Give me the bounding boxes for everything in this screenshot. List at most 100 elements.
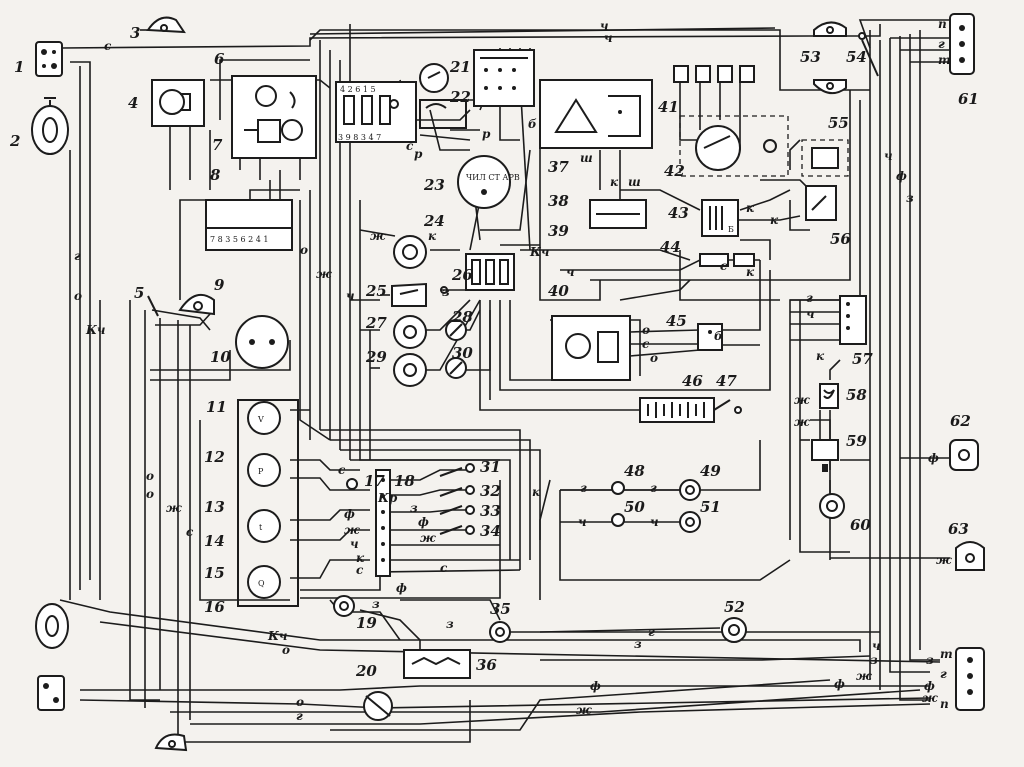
- wire-label-g-5: г: [296, 709, 303, 723]
- wire-label-zh-2: ж: [316, 267, 332, 281]
- wire-label-g-4: г: [648, 625, 655, 639]
- component-50-lamp: [611, 513, 625, 527]
- wire-label-s-7: с: [356, 563, 364, 577]
- wire-label-p-2: п: [938, 17, 947, 31]
- wire-label-s-2: с: [186, 525, 194, 539]
- coil43-label: Б: [728, 225, 734, 234]
- wire-label-kch: Кч: [85, 323, 106, 337]
- component-41-spark-plugs: [673, 65, 755, 83]
- wire-label-o-6: о: [650, 351, 658, 365]
- component-30-sensor: [445, 357, 467, 379]
- wire-label-zh-8: ж: [922, 691, 938, 705]
- component-37-generator: [539, 79, 653, 149]
- component-51-lamp: [679, 511, 701, 533]
- label-62: 62: [950, 412, 971, 430]
- wire-label-k-6: к: [356, 551, 365, 565]
- label-47: 47: [716, 372, 737, 390]
- wire-label-zh-3: ж: [370, 229, 386, 243]
- label-23: 23: [423, 176, 445, 194]
- wire-label-s: с: [104, 39, 112, 53]
- wire-label-r: р: [414, 147, 423, 161]
- label-2: 2: [9, 132, 20, 150]
- component-55-relay: [801, 139, 849, 177]
- component-connector-lower-left: [37, 675, 65, 711]
- component-39-fuse-block: [465, 253, 515, 291]
- label-56: 56: [830, 230, 851, 248]
- wire-label-o-3: о: [146, 487, 154, 501]
- component-9-lamp: [178, 293, 215, 316]
- label-19: 19: [356, 614, 377, 632]
- wire-label-k-8: к: [610, 175, 619, 189]
- component-60-lamp: [819, 493, 845, 519]
- label-40: 40: [548, 282, 569, 300]
- label-45: 45: [666, 312, 687, 330]
- wire-label-f-7: ф: [896, 169, 907, 183]
- label-43: 43: [668, 204, 689, 222]
- label-38: 38: [548, 192, 569, 210]
- label-26: 26: [451, 266, 473, 284]
- gauge-12-label: Р: [258, 467, 264, 476]
- wire-label-z: з: [442, 285, 450, 299]
- label-37: 37: [548, 158, 569, 176]
- label-6: 6: [214, 50, 225, 68]
- label-42: 42: [664, 162, 685, 180]
- wire-label-zh-10: ж: [794, 393, 810, 407]
- component-34-switch: [439, 525, 475, 535]
- component-20-lamp: [363, 691, 393, 721]
- wire-label-k-5: к: [532, 485, 541, 499]
- component-5-lead: [147, 295, 159, 317]
- label-27: 27: [365, 314, 387, 332]
- component-18-connector-strip: [375, 469, 391, 577]
- component-53-lamps: [813, 21, 847, 95]
- component-connector-lower-right: [955, 647, 985, 711]
- label-7: 7: [212, 136, 223, 154]
- component-relay-box-top: [473, 49, 535, 107]
- component-instrument-cluster: V Р t Q: [237, 399, 299, 607]
- label-12: 12: [204, 448, 225, 466]
- label-50: 50: [624, 498, 645, 516]
- block8-pins: 7 8 3 5 6 2 4 1: [210, 235, 269, 244]
- component-labels: 1 2 3 4 5 6 7 8 9 10 11 12 13 14 15 16 1…: [9, 24, 979, 680]
- wire-label-t-2: т: [938, 53, 951, 67]
- label-57: 57: [852, 350, 873, 368]
- component-40-starter: [551, 315, 631, 381]
- label-60: 60: [850, 516, 871, 534]
- wire-label-zh-5: ж: [344, 523, 360, 537]
- component-10-instrument: [235, 315, 289, 369]
- component-19-lamp: [333, 595, 355, 617]
- wire-label-ch: ч: [600, 19, 609, 33]
- wire-label-zh-9: ж: [936, 553, 952, 567]
- component-52-lamp: [721, 617, 747, 643]
- component-56-switch: [805, 185, 837, 221]
- component-32-switch: [439, 485, 475, 497]
- wire-label-z-6: з: [870, 653, 878, 667]
- gauge-16-label: Q: [258, 579, 265, 588]
- label-48: 48: [624, 462, 645, 480]
- component-26-contact: [440, 286, 448, 294]
- label-41: 41: [658, 98, 679, 116]
- label-24: 24: [423, 212, 445, 230]
- component-58-resistor: [819, 383, 839, 409]
- wire-label-z-5: з: [634, 637, 642, 651]
- wire-label-ch-10: ч: [806, 307, 815, 321]
- label-13: 13: [204, 498, 225, 516]
- wire-label-ch-3: ч: [346, 289, 355, 303]
- component-24-device: [393, 235, 427, 269]
- wire-label-b-2: б: [714, 329, 723, 343]
- label-36: 36: [476, 656, 497, 674]
- label-59: 59: [846, 432, 867, 450]
- wire-label-kch-3: Кч: [267, 629, 288, 643]
- label-46: 46: [682, 372, 703, 390]
- label-21: 21: [449, 58, 471, 76]
- wire-label-o-5: о: [642, 323, 650, 337]
- wire-colour-labels: с ч ч г о Кч о о ж с о ж ч ж к з с р р б…: [74, 17, 953, 723]
- wire-label-ch-9: ч: [884, 149, 893, 163]
- wire-label-ch-6: ч: [650, 515, 659, 529]
- wire-label-t: т: [940, 647, 953, 661]
- label-54: 54: [846, 48, 867, 66]
- label-1: 1: [14, 58, 24, 76]
- label-22: 22: [449, 88, 471, 106]
- component-27-motor: [393, 315, 427, 349]
